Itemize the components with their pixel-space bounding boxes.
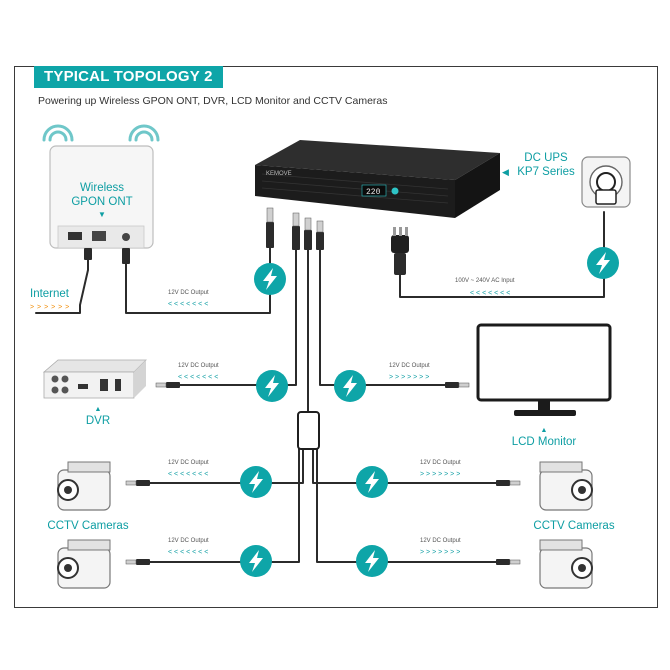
power-bolt-icon (356, 545, 388, 577)
dc-plug-ont-output (266, 207, 274, 248)
dc-output-arrows-dvr: < < < < < < < (178, 374, 219, 381)
dc-plug-splitter-output (304, 217, 312, 250)
ups-brand: KEMOVE (266, 171, 292, 177)
cables (35, 211, 605, 563)
gpon-ont-device (49, 145, 154, 249)
ac-input-label: 100V ~ 240V AC Input (455, 278, 515, 284)
dc-plug-ont-input (122, 248, 130, 264)
dc-plug-lcd-output (316, 220, 324, 250)
dvr-label-arrow: ▲ (94, 406, 102, 413)
dc-output-arrows-camera-rb: > > > > > > > (420, 549, 461, 556)
dc-plug-camera-right-top (495, 479, 521, 487)
dc-output-arrows-camera-lb: < < < < < < < (168, 549, 209, 556)
dc-plug-camera-right-bottom (495, 558, 521, 566)
ac-plug (391, 227, 409, 275)
power-bolt-icon (334, 370, 366, 402)
dc-ups-device: KEMOVE 220 (255, 140, 500, 218)
ups-label-line2: KP7 Series (517, 166, 575, 178)
ups-label-line1: DC UPS (524, 152, 568, 164)
wifi-icon (42, 124, 160, 142)
ethernet-plug (84, 248, 92, 260)
internet-arrows: > > > > > > (30, 304, 70, 311)
power-bolt-icon (587, 247, 619, 279)
dc-plug-lcd-end (444, 381, 470, 389)
power-bolt-icon (240, 466, 272, 498)
dc-plug-camera-left-bottom (125, 558, 151, 566)
internet-label: Internet (30, 288, 69, 300)
ont-label-arrow: ▼ (98, 210, 106, 219)
dc-output-arrows-camera-lt: < < < < < < < (168, 471, 209, 478)
page-title: TYPICAL TOPOLOGY 2 (34, 66, 223, 88)
dc-output-label-lcd: 12V DC Output (389, 363, 430, 369)
cctv-camera-left-top (57, 461, 111, 511)
dc-plug-dvr-end (155, 381, 181, 389)
lcd-label: LCD Monitor (511, 436, 577, 448)
dc-plug-dvr-output (292, 212, 300, 250)
power-bolt-icon (254, 263, 286, 295)
cctv-right-label: CCTV Cameras (533, 520, 615, 532)
dc-output-label-dvr: 12V DC Output (178, 363, 219, 369)
dc-output-arrows-ont: < < < < < < < (168, 301, 209, 308)
dvr-label: DVR (85, 415, 111, 427)
dc-output-arrows-lcd: > > > > > > > (389, 374, 430, 381)
power-bolt-icon (356, 466, 388, 498)
ont-label-line1: Wireless (79, 182, 125, 194)
page-subtitle: Powering up Wireless GPON ONT, DVR, LCD … (38, 95, 388, 107)
dc-output-arrows-camera-rt: > > > > > > > (420, 471, 461, 478)
cctv-left-label: CCTV Cameras (47, 520, 129, 532)
power-bolt-icon (256, 370, 288, 402)
ups-label-arrow: ◀ (502, 167, 509, 177)
dvr-device (42, 359, 147, 399)
power-bolt-icon (240, 545, 272, 577)
dc-output-label-ont: 12V DC Output (168, 290, 209, 296)
ac-input-arrows: < < < < < < < (470, 290, 511, 297)
dc-output-label-camera-rt: 12V DC Output (420, 460, 461, 466)
dc-plug-camera-left-top (125, 479, 151, 487)
dc-output-label-camera-lt: 12V DC Output (168, 460, 209, 466)
cctv-camera-right-top (539, 461, 593, 511)
cable-splitter (297, 411, 320, 450)
dc-output-label-camera-rb: 12V DC Output (420, 538, 461, 544)
cctv-camera-right-bottom (539, 539, 593, 589)
ont-label-line2: GPON ONT (71, 196, 133, 208)
cctv-camera-left-bottom (57, 539, 111, 589)
dc-output-label-camera-lb: 12V DC Output (168, 538, 209, 544)
ups-display-value: 220 (366, 188, 381, 197)
wall-socket (581, 156, 631, 208)
lcd-monitor-device (476, 323, 612, 416)
lcd-label-arrow: ▲ (540, 427, 548, 434)
